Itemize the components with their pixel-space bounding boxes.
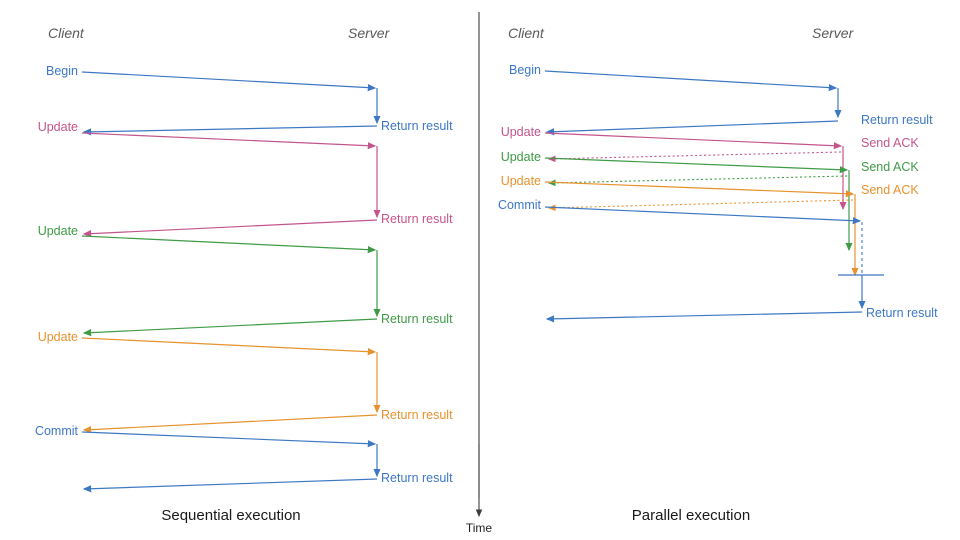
client-message-label-update-2: Update (501, 150, 541, 164)
client-message-label-commit: Commit (498, 198, 542, 212)
lane-title-client: Client (508, 25, 545, 41)
client-message-label-begin: Begin (46, 64, 78, 78)
client-message-label-update-2: Update (38, 224, 78, 238)
ack-arrow (547, 175, 848, 187)
request-arrow (544, 181, 855, 198)
flow-begin (544, 70, 842, 136)
request-arrow (544, 157, 849, 174)
server-message-label-return-1: Return result (381, 119, 453, 133)
response-arrow (82, 219, 378, 238)
request-arrow (81, 235, 377, 254)
server-message-label-return-2: Return result (381, 212, 453, 226)
request-arrow (81, 132, 377, 150)
response-arrow (82, 414, 378, 434)
panel-parallel: Client Server (498, 25, 938, 524)
client-message-label-update-3: Update (501, 174, 541, 188)
exchange-commit (81, 431, 381, 493)
server-message-label-ack-3: Send ACK (861, 183, 919, 197)
flow-update-3 (544, 181, 859, 277)
response-arrow (82, 478, 378, 493)
request-arrow (544, 70, 838, 92)
lane-title-client: Client (48, 25, 85, 41)
exchange-begin (81, 71, 381, 136)
client-message-label-update-1: Update (38, 120, 78, 134)
server-message-label-return-4: Return result (381, 408, 453, 422)
server-message-label-return-1: Return result (861, 113, 933, 127)
panel-caption-parallel: Parallel execution (632, 507, 750, 524)
response-arrow (545, 120, 839, 136)
lane-title-server: Server (348, 25, 391, 41)
server-message-label-return-5: Return result (381, 471, 453, 485)
server-message-label-return-3: Return result (381, 312, 453, 326)
client-message-label-update-1: Update (501, 125, 541, 139)
request-arrow (81, 71, 377, 92)
panel-sequential: Client Server (35, 25, 453, 524)
client-message-label-commit: Commit (35, 424, 79, 438)
flow-update-1 (544, 132, 847, 211)
time-axis-label: Time (466, 521, 493, 535)
exchange-update-1 (81, 132, 381, 238)
request-arrow (81, 431, 377, 448)
response-arrow (82, 318, 378, 337)
panel-caption-sequential: Sequential execution (161, 507, 300, 524)
server-message-label-return-2: Return result (866, 306, 938, 320)
flow-update-2 (544, 157, 853, 252)
server-message-label-ack-1: Send ACK (861, 136, 919, 150)
ack-arrow (547, 199, 854, 212)
ack-arrow (547, 151, 842, 163)
flow-commit (544, 206, 884, 323)
request-arrow (81, 337, 377, 356)
request-arrow (544, 132, 843, 150)
client-message-label-begin: Begin (509, 63, 541, 77)
exchange-update-2 (81, 235, 381, 337)
response-arrow (82, 125, 378, 136)
lane-title-server: Server (812, 25, 855, 41)
server-message-label-ack-2: Send ACK (861, 160, 919, 174)
exchange-update-3 (81, 337, 381, 434)
request-arrow (544, 206, 862, 225)
client-message-label-update-3: Update (38, 330, 78, 344)
final-response-arrow (545, 311, 863, 323)
